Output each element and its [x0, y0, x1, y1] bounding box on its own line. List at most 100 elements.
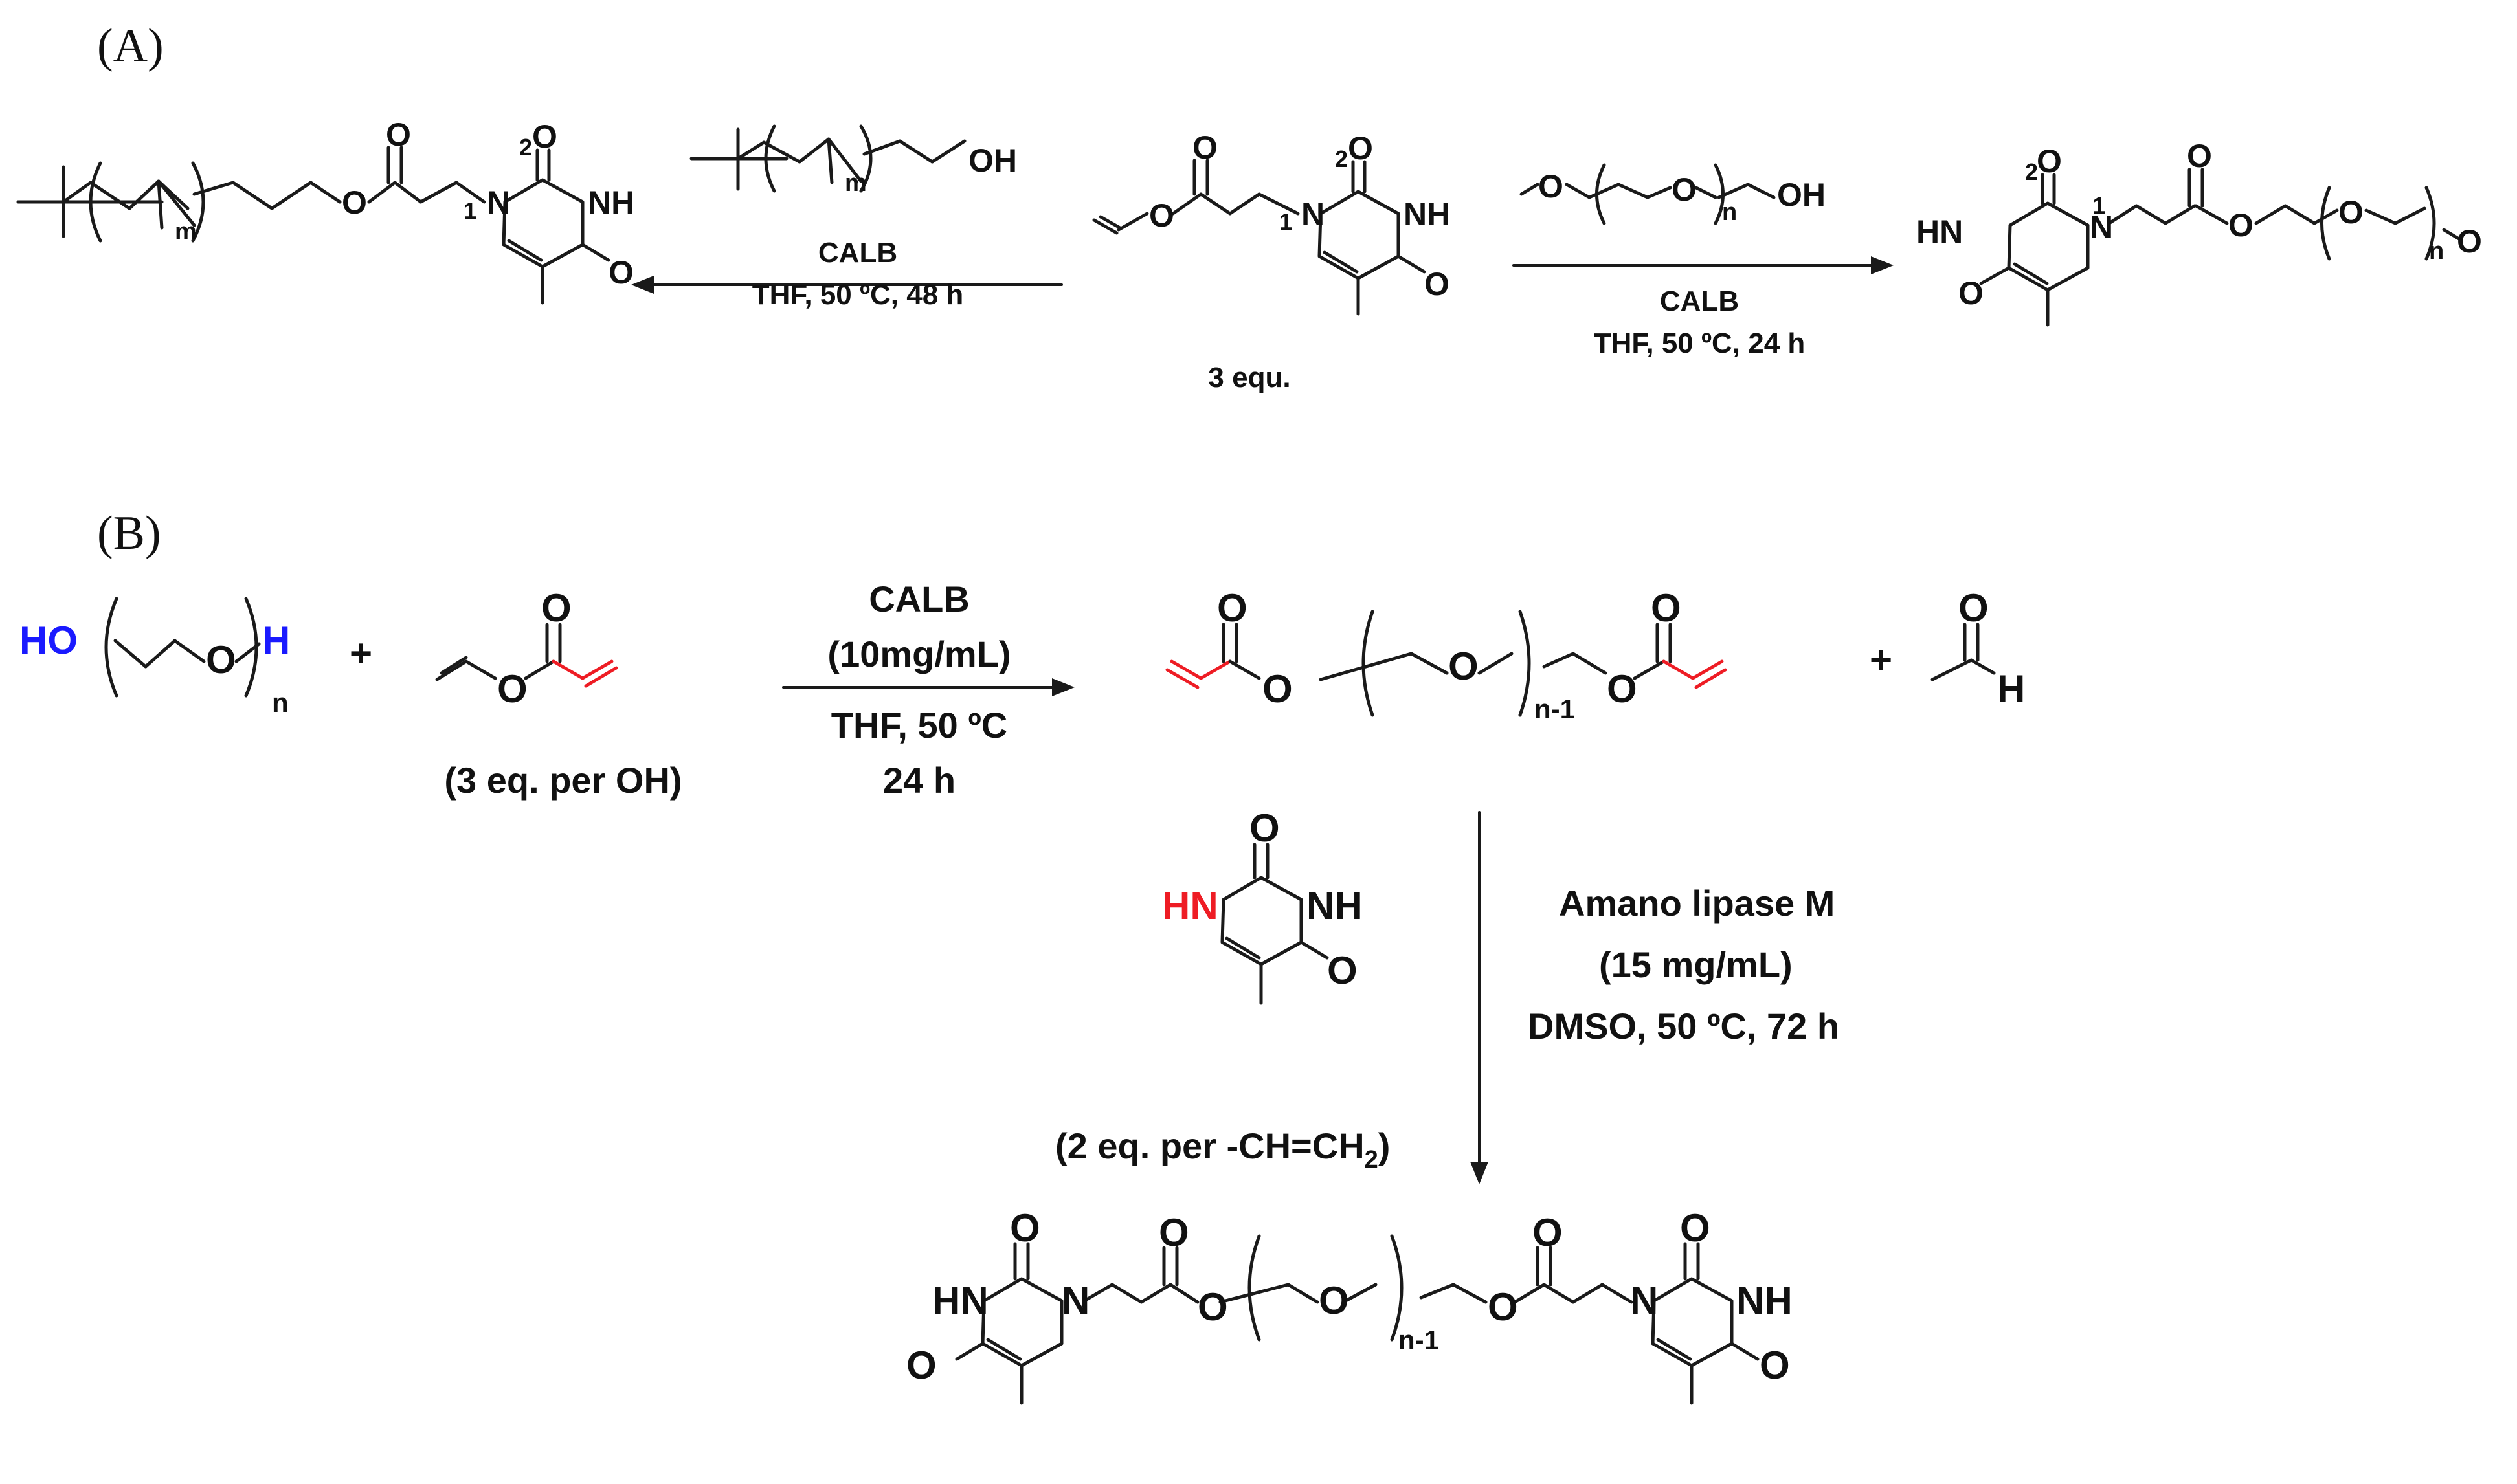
atom-h-aldehyde: H: [1997, 667, 2025, 711]
atom-o-carbonyl-acrylate: O: [541, 586, 572, 630]
panel-a-left-arrowhead: [631, 276, 654, 294]
atom-oh-alkyl: OH: [968, 142, 1017, 179]
atom-o-peg-diacrylate: O: [1448, 645, 1479, 688]
atom-o-ester-left: O: [342, 184, 367, 221]
atom-o-c4-center: O: [1424, 266, 1449, 302]
atom-o-peg-final: O: [1319, 1279, 1349, 1322]
atom-n-minus-1-final: n-1: [1398, 1325, 1439, 1355]
panel-a-vinyl-ester: [1092, 159, 1426, 316]
atom-n-final-right: N: [1630, 1279, 1658, 1322]
atom-nh-thymine: NH: [1306, 884, 1363, 927]
locant-1-left: 1: [464, 197, 476, 224]
panel-b-step2-arrowhead: [1470, 1162, 1488, 1184]
atom-n-subscript-right: n: [2429, 238, 2444, 265]
atom-nh-final-right: NH: [1736, 1279, 1793, 1322]
atom-hn-thymine: HN: [1162, 884, 1218, 927]
step2-enzyme: Amano lipase M: [1559, 883, 1835, 924]
atom-o-carbonyl-final-left: O: [1159, 1211, 1189, 1254]
panel-a-equiv-note: 3 equ.: [1208, 362, 1290, 393]
plus-sign-1: +: [350, 632, 372, 675]
atom-o-c2-final-right: O: [1680, 1206, 1710, 1250]
atom-o-aldehyde: O: [1958, 586, 1989, 630]
panel-b-step1-arrowhead: [1052, 678, 1075, 696]
atom-o-c2-right: O: [2037, 143, 2062, 179]
atom-o-ester-diacrylate-left: O: [1262, 667, 1293, 711]
atom-o-vinyl-ester: O: [1149, 197, 1174, 234]
atom-ho-diol: HO: [19, 619, 78, 662]
panel-b-thymine: [1220, 843, 1329, 1005]
panel-a-left-detail: THF, 50 ºC, 48 h: [752, 279, 964, 311]
plus-sign-2: +: [1870, 638, 1892, 681]
panel-a-right-enzyme: CALB: [1660, 285, 1739, 317]
panel-a-left-enzyme: CALB: [818, 237, 897, 269]
atom-o-ester-final-left: O: [1198, 1285, 1228, 1329]
atom-n-center: N: [1301, 196, 1325, 232]
panel-b-peg-diacrylate: [1165, 610, 1727, 717]
atom-o-c2-left: O: [532, 118, 557, 155]
atom-o-carbonyl-left: O: [386, 116, 411, 153]
atom-n-final-left: N: [1062, 1279, 1090, 1322]
atom-o-carbonyl-diacrylate-right: O: [1651, 586, 1681, 630]
atom-o-ester-right: O: [2228, 207, 2254, 243]
atom-m-subscript-left: m: [175, 218, 197, 245]
atom-o-c4-final-right: O: [1760, 1344, 1790, 1387]
atom-o-c2-center: O: [1348, 130, 1373, 166]
atom-o-c2-thymine: O: [1249, 806, 1280, 850]
atom-o-c4-thymine: O: [1327, 949, 1358, 992]
locant-2-left: 2: [519, 134, 532, 161]
step1-solvent-temp: THF, 50 ºC: [831, 705, 1008, 746]
panel-a-mpeg: [1519, 163, 1776, 225]
locant-1-right: 1: [2092, 192, 2105, 219]
locant-2-center: 2: [1335, 146, 1348, 172]
atom-o-c4-right: O: [1958, 275, 1984, 311]
atom-o-diol: O: [206, 638, 236, 681]
panel-b-label: (B): [97, 507, 161, 560]
atom-o-acrylate: O: [497, 667, 528, 711]
atom-o-methoxy: O: [1538, 168, 1563, 205]
step2-solvent-temp: DMSO, 50 ºC, 72 h: [1528, 1006, 1839, 1047]
atom-hn-right-product: HN: [1916, 214, 1963, 250]
panel-a-label: (A): [97, 19, 164, 72]
step1-loading: (10mg/mL): [827, 634, 1011, 674]
atom-h-diol: H: [262, 619, 290, 662]
panel-b-acetaldehyde: [1930, 623, 1996, 681]
atom-n-subscript-diol: n: [272, 687, 289, 718]
atom-o-methoxy-right: O: [2457, 223, 2482, 260]
atom-o-carbonyl-final-right: O: [1532, 1211, 1563, 1254]
atom-o-c2-final-left: O: [1010, 1206, 1040, 1250]
step1-enzyme: CALB: [869, 579, 970, 619]
panel-b-vinyl-acrylate: [435, 623, 618, 688]
atom-n-minus-1-diacrylate: n-1: [1534, 694, 1575, 724]
atom-n-right: N: [2090, 209, 2113, 245]
atom-m-subscript-reagent: m: [845, 170, 867, 197]
locant-1-center: 1: [1279, 208, 1292, 235]
atom-n-left: N: [487, 184, 510, 221]
panel-a-alkyl-alcohol: [689, 124, 967, 193]
atom-o-ester-final-right: O: [1488, 1285, 1518, 1329]
atom-o-ester-diacrylate-right: O: [1607, 667, 1637, 711]
thymine-note: (2 eq. per -CH=CH2): [1055, 1125, 1390, 1173]
atom-n-subscript-reagent: n: [1722, 199, 1737, 226]
atom-oh-peg: OH: [1777, 177, 1826, 213]
vinyl-acrylate-note: (3 eq. per OH): [444, 760, 682, 801]
atom-o-carbonyl-right: O: [2187, 138, 2212, 174]
atom-o-carbonyl-diacrylate-left: O: [1217, 586, 1247, 630]
atom-o-c4-left: O: [609, 254, 634, 291]
atom-o-carbonyl-center: O: [1192, 129, 1218, 166]
atom-nh-center: NH: [1404, 196, 1450, 232]
atom-o-peg-right: O: [2338, 194, 2364, 230]
step1-time: 24 h: [883, 760, 956, 801]
locant-2-right: 2: [2025, 159, 2038, 185]
panel-a-left-product: [16, 146, 610, 305]
panel-a-right-detail: THF, 50 ºC, 24 h: [1594, 327, 1806, 359]
panel-a-right-product: [1979, 168, 2462, 327]
panel-b-peg-diol: [104, 597, 261, 698]
atom-hn-final-left: HN: [932, 1279, 989, 1322]
atom-o-peg-reagent: O: [1672, 172, 1697, 208]
panel-a-right-arrowhead: [1871, 256, 1894, 274]
panel-b-final-product: [955, 1234, 1760, 1405]
step2-loading: (15 mg/mL): [1599, 944, 1793, 985]
atom-nh-left: NH: [588, 184, 634, 221]
atom-o-c4-final-left: O: [906, 1344, 937, 1387]
